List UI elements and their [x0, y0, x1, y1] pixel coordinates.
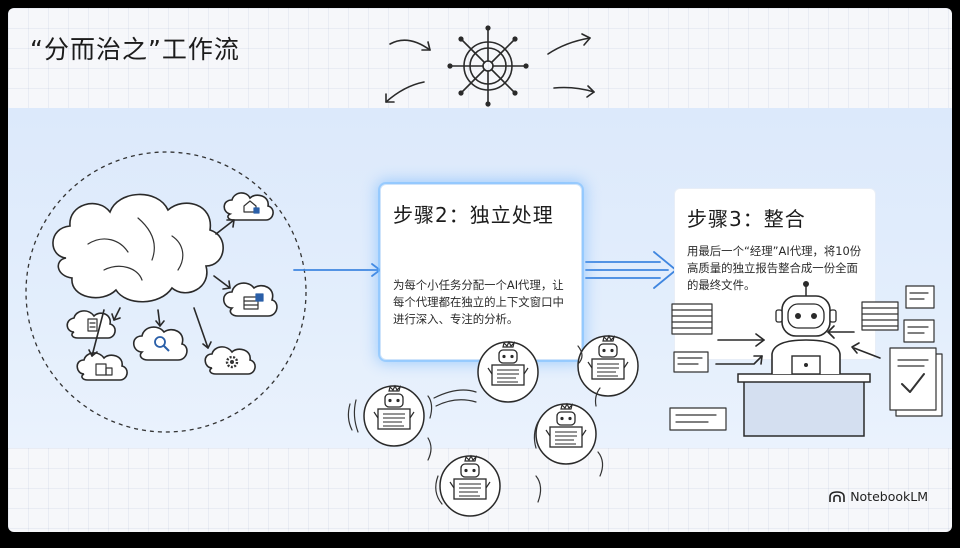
notebooklm-logo-icon	[829, 490, 845, 502]
ship-wheel-icon	[385, 25, 595, 107]
robot-icon	[439, 455, 501, 517]
gear-icon	[225, 355, 239, 369]
checklist-icon	[889, 347, 943, 417]
house-icon	[243, 200, 260, 214]
robot-icon	[771, 281, 841, 375]
step2-card: 步骤2：独立处理 为每个小任务分配一个AI代理，让每个代理都在独立的上下文窗口中…	[380, 184, 582, 360]
robot-icon	[363, 385, 425, 447]
building-icon	[95, 363, 113, 376]
task-split-illustration	[25, 151, 678, 433]
slide: “分而治之”工作流	[8, 8, 952, 532]
robot-icon	[477, 341, 539, 403]
step3-title: 步骤3：整合	[687, 207, 806, 231]
step3-body: 用最后一个“经理”AI代理，将10份高质量的独立报告整合成一份全面的最终文件。	[687, 244, 862, 292]
step2-title: 步骤2：独立处理	[393, 203, 554, 227]
slide-title: “分而治之”工作流	[30, 35, 240, 64]
robot-icon	[535, 403, 597, 465]
database-icon	[243, 293, 264, 310]
agent-robots	[347, 335, 639, 517]
brand: NotebookLM	[829, 489, 928, 504]
brand-name: NotebookLM	[850, 489, 928, 504]
document-icon	[669, 303, 727, 431]
manager-agent-scene	[669, 281, 943, 437]
building-icon	[87, 318, 98, 332]
robot-icon	[577, 335, 639, 397]
step2-body: 为每个小任务分配一个AI代理，让每个代理都在独立的上下文窗口中进行深入、专注的分…	[393, 278, 564, 326]
search-icon	[154, 336, 170, 352]
document-icon	[861, 285, 935, 343]
